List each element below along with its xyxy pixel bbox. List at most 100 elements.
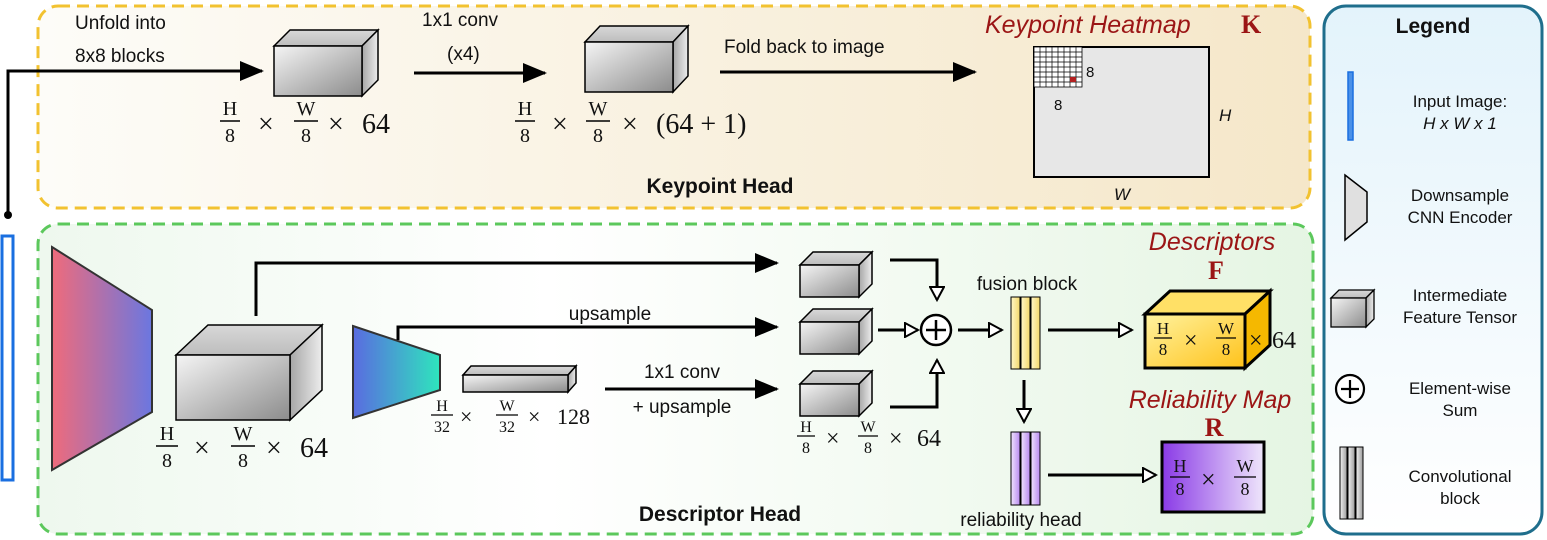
svg-text:8: 8 <box>238 450 248 472</box>
heatmap-block-w: 8 <box>1086 64 1094 81</box>
dh-conv-label-line1: 1x1 conv <box>644 362 721 383</box>
legend-tensor-label-2: Feature Tensor <box>1403 308 1517 327</box>
keypoint-heatmap-title: Keypoint Heatmap K <box>985 10 1262 39</box>
encoder-feature-tensor <box>174 323 324 422</box>
unfold-label-line1: Unfold into <box>75 13 166 34</box>
fusion-block-label: fusion block <box>977 274 1078 295</box>
svg-text:W: W <box>234 423 253 445</box>
svg-text:8: 8 <box>593 125 603 147</box>
svg-text:8: 8 <box>520 125 530 147</box>
svg-text:H: H <box>223 98 237 120</box>
svg-text:8: 8 <box>864 440 872 457</box>
svg-text:H: H <box>1157 319 1169 338</box>
unfold-label-line2: 8x8 blocks <box>75 46 165 67</box>
downsample-encoder-1 <box>51 245 153 472</box>
svg-text:W: W <box>860 419 876 436</box>
bottleneck-tensor <box>461 364 578 394</box>
legend-conv-block-icon <box>1339 446 1364 520</box>
descriptors-dims: H 8 × W 8 × 64 <box>1154 319 1296 359</box>
bottleneck-tensor-dims: H 32 × W 32 × 128 <box>431 398 590 436</box>
upsampled-feature-tensor <box>798 307 874 356</box>
svg-text:W: W <box>589 98 608 120</box>
svg-text:×: × <box>826 426 840 452</box>
reliability-head-block <box>1010 431 1041 506</box>
svg-text:64: 64 <box>362 109 390 140</box>
legend-encoder-icon <box>1344 173 1368 242</box>
svg-text:32: 32 <box>434 419 450 436</box>
svg-text:H: H <box>436 398 448 415</box>
legend-encoder-label-2: CNN Encoder <box>1408 208 1513 227</box>
element-wise-sum-node <box>919 313 953 347</box>
upsample-label: upsample <box>569 304 651 325</box>
legend-conv-label-2: block <box>1440 489 1480 508</box>
svg-text:Keypoint Heatmap: Keypoint Heatmap <box>985 11 1191 39</box>
input-to-unfold-connector <box>6 61 264 215</box>
descriptor-head-panel <box>36 222 1315 536</box>
svg-text:8: 8 <box>225 125 235 147</box>
heatmap-w-label: W <box>1114 185 1132 204</box>
fold-label: Fold back to image <box>724 37 885 58</box>
descriptors-tensor <box>1141 287 1274 372</box>
svg-text:W: W <box>499 398 515 415</box>
reliability-map-title: Reliability Map R <box>1129 386 1292 442</box>
svg-text:H: H <box>1174 456 1187 476</box>
svg-text:K: K <box>1241 10 1262 39</box>
reliability-map-dims: H 8 × W 8 <box>1170 456 1256 499</box>
svg-text:W: W <box>1237 456 1254 476</box>
downsample-encoder-2 <box>352 324 441 420</box>
descriptor-head-title: Descriptor Head <box>639 503 801 526</box>
legend-tensor-icon <box>1329 288 1376 329</box>
svg-text:128: 128 <box>557 404 590 429</box>
svg-text:×: × <box>460 404 472 429</box>
svg-text:×: × <box>266 433 282 464</box>
skip-to-sum-arrow <box>890 258 937 300</box>
kp-conv-label-line2: (x4) <box>447 44 480 65</box>
kp-conv-label-line1: 1x1 conv <box>422 10 499 31</box>
dh-conv-label-line2: + upsample <box>633 397 732 418</box>
legend-input-label-2: H x W x 1 <box>1423 114 1497 133</box>
svg-text:8: 8 <box>1159 340 1168 359</box>
svg-text:H: H <box>160 423 174 445</box>
svg-text:×: × <box>1184 328 1198 354</box>
legend-input-image-icon <box>1347 71 1354 141</box>
keypoint-tensor-2-dims: H 8 × W 8 × (64 + 1) <box>515 98 746 147</box>
svg-text:×: × <box>194 433 210 464</box>
svg-text:64: 64 <box>917 426 941 452</box>
conv-feature-tensor <box>798 369 874 418</box>
svg-text:8: 8 <box>1222 340 1231 359</box>
svg-text:8: 8 <box>802 440 810 457</box>
svg-text:64: 64 <box>300 433 328 464</box>
svg-text:(64 + 1): (64 + 1) <box>656 109 746 140</box>
svg-text:R: R <box>1205 413 1224 442</box>
svg-text:×: × <box>1249 328 1263 354</box>
encoder-tensor-dims: H 8 × W 8 × 64 <box>156 423 328 472</box>
svg-text:8: 8 <box>162 450 172 472</box>
skip-feature-tensor <box>798 250 874 299</box>
legend-sum-label-1: Element-wise <box>1409 379 1511 398</box>
heatmap-h-label: H <box>1219 106 1232 125</box>
descriptors-title: Descriptors F <box>1149 228 1275 285</box>
legend-tensor-label-1: Intermediate <box>1413 286 1508 305</box>
svg-text:×: × <box>328 109 344 140</box>
svg-text:×: × <box>552 109 568 140</box>
skip-connection-arrow <box>254 253 779 316</box>
keypoint-head-title: Keypoint Head <box>646 175 793 198</box>
input-image-bar <box>0 234 15 482</box>
svg-text:Descriptors: Descriptors <box>1149 228 1275 256</box>
keypoint-tensor-1 <box>272 28 380 98</box>
legend-sum-label-2: Sum <box>1443 401 1478 420</box>
fusion-block <box>1010 296 1041 370</box>
svg-text:W: W <box>297 98 316 120</box>
svg-text:8: 8 <box>301 125 311 147</box>
svg-text:×: × <box>1201 465 1216 494</box>
svg-text:8: 8 <box>1176 479 1185 499</box>
legend-encoder-label-1: Downsample <box>1411 186 1509 205</box>
svg-text:×: × <box>889 426 903 452</box>
svg-text:×: × <box>622 109 638 140</box>
svg-text:H: H <box>518 98 532 120</box>
svg-text:32: 32 <box>499 419 515 436</box>
legend-conv-label-1: Convolutional <box>1408 467 1511 486</box>
reliability-head-label: reliability head <box>960 510 1081 531</box>
legend-panel <box>1322 4 1544 536</box>
